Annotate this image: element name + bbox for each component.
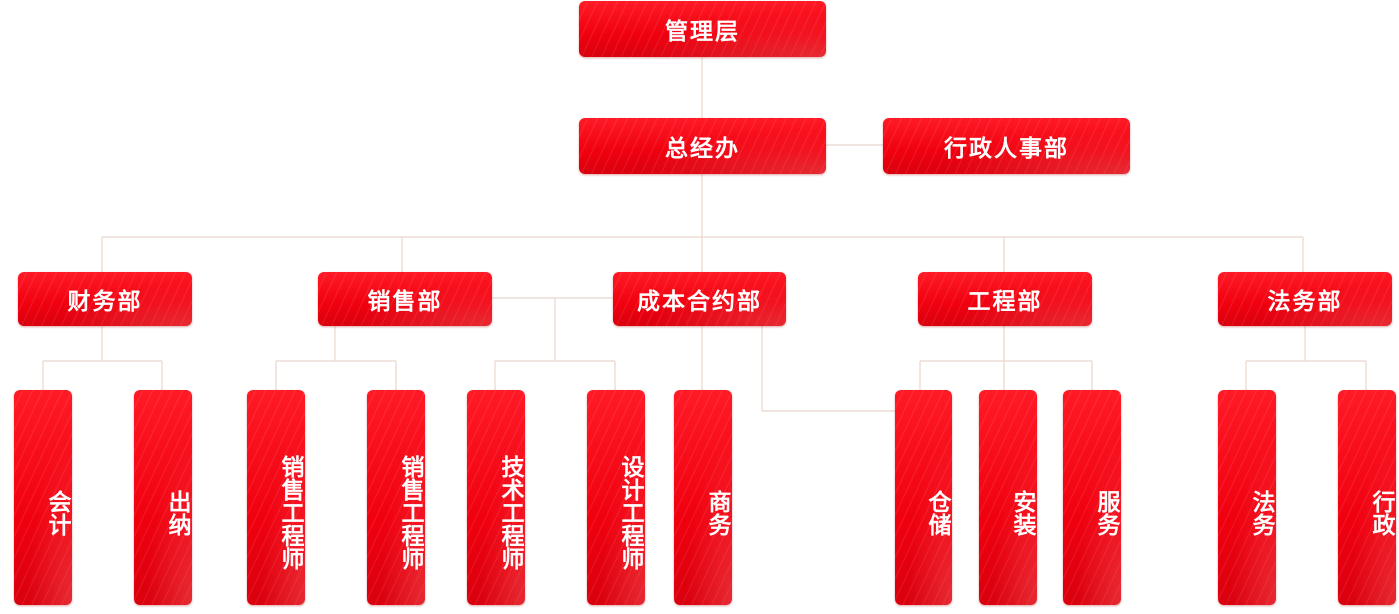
node-management-label: 管理层: [665, 19, 740, 45]
node-legal: 法务部: [1218, 272, 1392, 326]
node-cost-contract: 成本合约部: [613, 272, 786, 326]
node-accounting-label: 会计: [44, 489, 70, 536]
node-design-engineer-label: 设计工程师: [617, 455, 643, 570]
node-administration: 行政: [1338, 390, 1396, 605]
node-engineering: 工程部: [918, 272, 1092, 326]
node-legal-affairs-label: 法务: [1248, 489, 1274, 536]
node-cashier: 出纳: [134, 390, 192, 605]
node-service: 服务: [1063, 390, 1121, 605]
node-tech-engineer-label: 技术工程师: [497, 455, 523, 570]
node-installation-label: 安装: [1009, 489, 1035, 536]
node-sales-engineer-2: 销售工程师: [367, 390, 425, 605]
connector-cost-warehouse: [761, 326, 895, 412]
node-design-engineer: 设计工程师: [587, 390, 645, 605]
node-business-label: 商务: [704, 489, 730, 536]
node-legal-label: 法务部: [1267, 289, 1343, 315]
node-accounting: 会计: [14, 390, 72, 605]
node-administration-label: 行政: [1368, 489, 1394, 536]
node-sales-label: 销售部: [367, 289, 443, 315]
node-service-label: 服务: [1093, 489, 1119, 536]
node-admin-hr: 行政人事部: [883, 118, 1130, 174]
node-gm-office-label: 总经办: [665, 136, 740, 162]
node-business: 商务: [674, 390, 732, 605]
node-warehouse: 仓储: [895, 390, 952, 605]
node-legal-affairs: 法务: [1218, 390, 1276, 605]
node-finance: 财务部: [18, 272, 192, 326]
node-sales-engineer-1-label: 销售工程师: [277, 455, 303, 570]
node-tech-engineer: 技术工程师: [467, 390, 525, 605]
node-management: 管理层: [579, 1, 826, 57]
node-cashier-label: 出纳: [164, 489, 190, 536]
node-installation: 安装: [979, 390, 1037, 605]
node-warehouse-label: 仓储: [924, 489, 950, 536]
node-gm-office: 总经办: [579, 118, 826, 174]
node-sales-engineer-1: 销售工程师: [247, 390, 305, 605]
node-engineering-label: 工程部: [967, 289, 1043, 315]
node-finance-label: 财务部: [67, 289, 143, 315]
node-cost-contract-label: 成本合约部: [637, 289, 762, 315]
node-sales-engineer-2-label: 销售工程师: [397, 455, 423, 570]
node-admin-hr-label: 行政人事部: [944, 136, 1069, 162]
node-sales: 销售部: [318, 272, 492, 326]
